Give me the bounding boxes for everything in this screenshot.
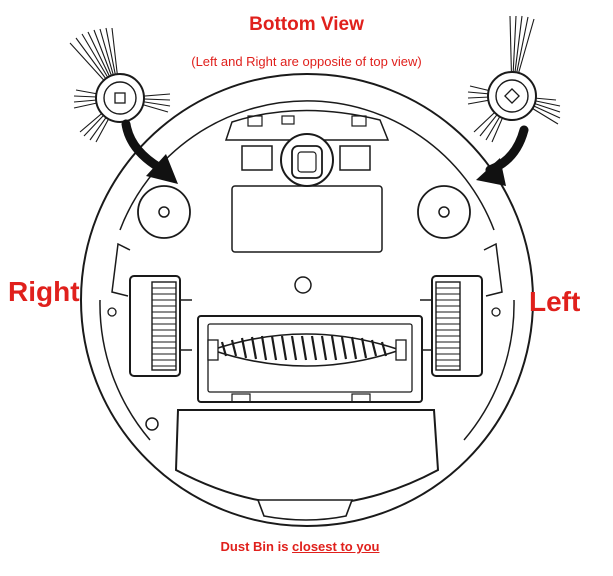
dust-bin-note-emphasis: closest to you <box>292 539 380 554</box>
dust-bin-note: Dust Bin is closest to you <box>0 539 600 554</box>
right-side-label: Right <box>8 276 80 307</box>
brush-mount-left <box>417 185 471 239</box>
main-roller-brush <box>207 333 407 367</box>
wheel-right-side <box>129 275 192 377</box>
side-brush-icon <box>467 15 561 143</box>
side-brush-icon <box>69 27 171 143</box>
curved-arrow-icon <box>476 125 529 186</box>
brush-mount-right <box>137 185 191 239</box>
diagram-subtitle: (Left and Right are opposite of top view… <box>191 54 422 69</box>
diagram-title: Bottom View <box>249 14 364 35</box>
curved-arrow-icon <box>121 119 178 184</box>
center-screw-hole <box>294 276 312 294</box>
dust-bin-note-prefix: Dust Bin is <box>220 539 293 554</box>
screw-hole-lower <box>145 417 159 431</box>
wheel-left-side <box>420 275 483 377</box>
left-side-label: Left <box>529 286 581 317</box>
dust-bin <box>174 409 440 521</box>
